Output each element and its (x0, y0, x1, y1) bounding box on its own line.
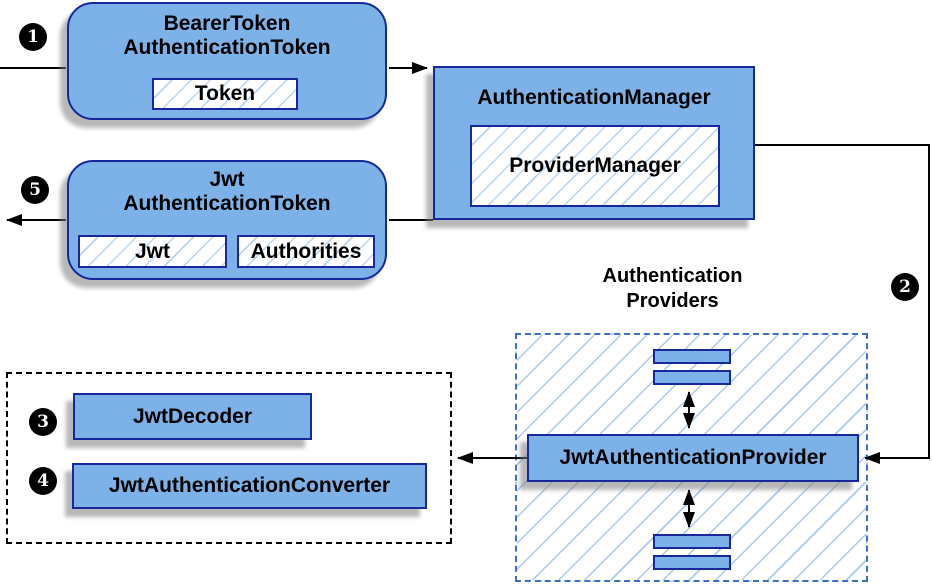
field-token: Token (152, 78, 298, 110)
provider-placeholder-bar (653, 555, 731, 570)
field-provider-manager: ProviderManager (470, 125, 720, 207)
field-authorities-label: Authorities (250, 239, 362, 263)
jwt-decoder-label: JwtDecoder (132, 404, 253, 428)
provider-manager-label: ProviderManager (509, 154, 681, 177)
bearer-token-title-line2: AuthenticationToken (123, 36, 331, 59)
jwt-authentication-converter-label: JwtAuthenticationConverter (108, 474, 391, 497)
field-jwt: Jwt (78, 235, 227, 268)
node-jwt-decoder: JwtDecoder (73, 393, 312, 440)
providers-label-line1: Authentication (602, 265, 743, 287)
node-jwt-authentication-token: Jwt AuthenticationToken Jwt Authorities (67, 160, 387, 280)
jwt-token-title-line1: Jwt (209, 168, 245, 191)
node-bearer-token-authentication-token: BearerToken AuthenticationToken Token (67, 2, 387, 120)
jwt-authentication-provider-label: JwtAuthenticationProvider (559, 446, 827, 469)
bearer-token-title-line1: BearerToken (163, 12, 291, 35)
node-jwt-authentication-provider: JwtAuthenticationProvider (527, 434, 859, 482)
provider-placeholder-bar (653, 370, 731, 385)
step-badge-2: 2 (891, 273, 919, 301)
arrow-step2-manager-to-provider (755, 144, 930, 464)
step-badge-3: 3 (29, 408, 57, 436)
step-badge-4: 4 (29, 467, 57, 495)
node-authentication-manager: AuthenticationManager ProviderManager (433, 66, 755, 220)
provider-placeholder-bar (653, 534, 731, 549)
providers-label-line2: Providers (626, 290, 719, 312)
provider-placeholder-bar (653, 349, 731, 364)
step-badge-5: 5 (21, 176, 49, 204)
node-jwt-authentication-converter: JwtAuthenticationConverter (72, 463, 427, 509)
authentication-manager-title: AuthenticationManager (477, 86, 711, 109)
step-badge-1: 1 (19, 23, 47, 51)
field-jwt-label: Jwt (134, 239, 170, 263)
field-token-label: Token (194, 82, 256, 105)
field-authorities: Authorities (237, 235, 375, 268)
authentication-providers-label: Authentication Providers (545, 264, 800, 314)
jwt-token-title-line2: AuthenticationToken (123, 192, 331, 215)
